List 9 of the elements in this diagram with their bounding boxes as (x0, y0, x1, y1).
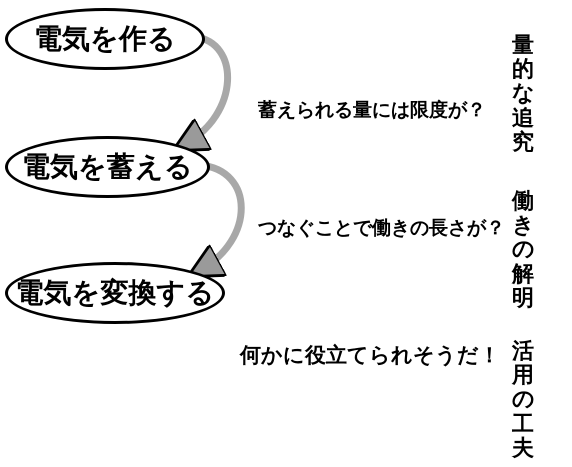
note-text: 蓄えられる量には限度が？ (258, 98, 486, 123)
note-text: つなぐことで働きの長さが？ (258, 216, 505, 241)
node-label: 電気を変換する (16, 275, 214, 311)
node-label: 電気を作る (34, 21, 176, 57)
vertical-label: 活用の工夫 (512, 340, 534, 461)
note-text: 何かに役立てられそうだ！ (240, 342, 500, 369)
vertical-label: 働きの解明 (512, 190, 534, 311)
node-label: 電気を蓄える (22, 149, 193, 185)
vertical-label: 量的な追究 (512, 34, 534, 155)
